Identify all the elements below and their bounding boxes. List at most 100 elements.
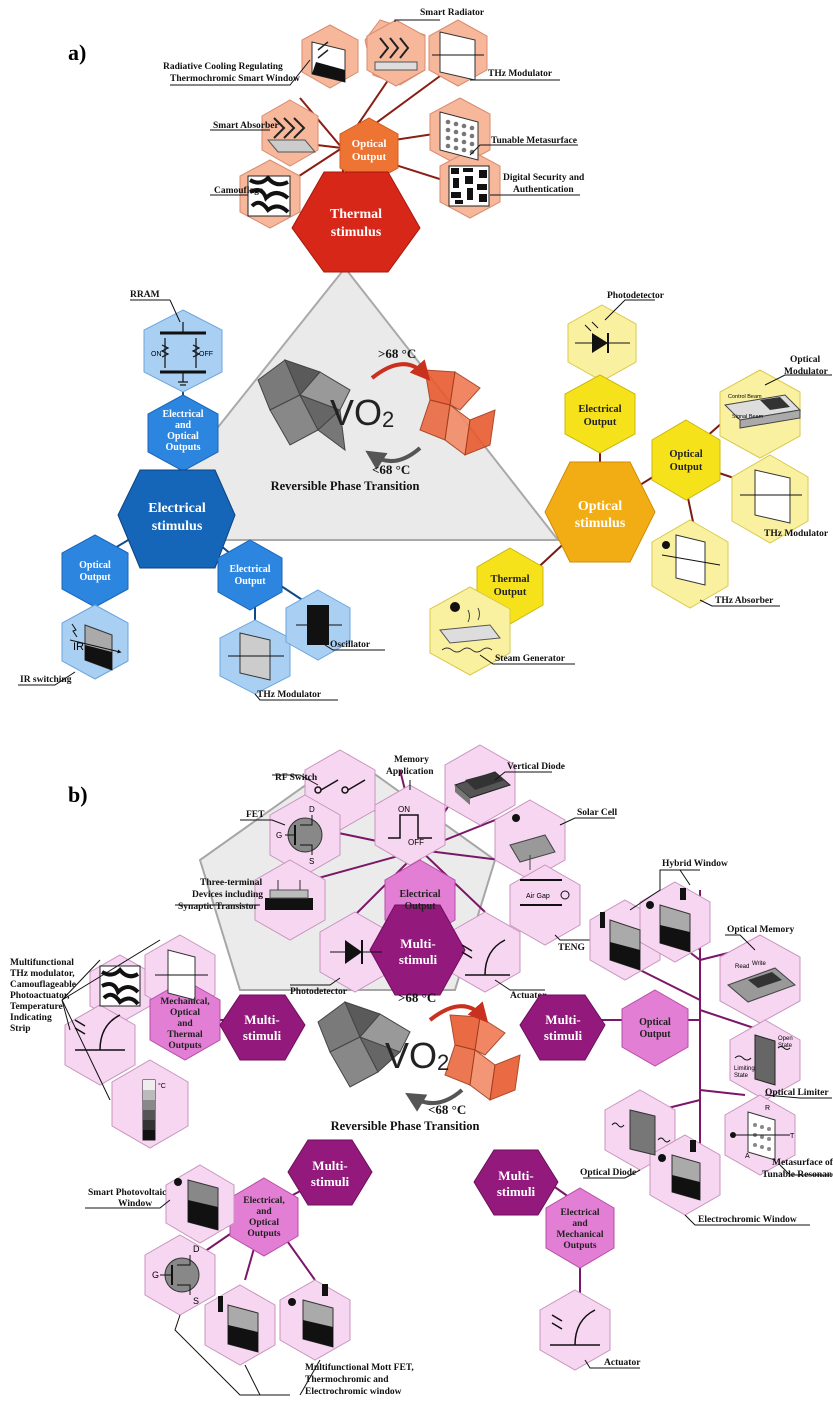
label-hybrid: Hybrid Window [662,859,728,869]
panel-a: a) [18,8,832,701]
caption-b: Reversible Phase Transition [331,1119,480,1133]
memory-off: OFF [408,838,424,847]
right-multistimuli-hex [519,994,606,1061]
vo2-red-crystal-a [419,369,496,456]
thermal-stimulus-line1: Thermal [330,207,382,222]
optical-stimulus-hex [544,461,656,563]
memory-icon [388,814,432,839]
left-output-1: Optical [170,1008,200,1018]
left-output-4: Outputs [168,1041,202,1051]
eo-outputs-4: Outputs [165,442,200,453]
heat-arrow-a [370,359,431,382]
o-opt-out-2: Output [670,462,703,473]
actuator-icon-top [461,939,510,976]
right-multi-1: Multi- [545,1012,580,1027]
top-multi-2: stimuli [399,952,438,967]
ir-switching-icon [69,623,122,671]
label-radiative-1: Radiative Cooling Regulating [163,62,283,72]
mott-label-1: Multifunctional Mott FET, [305,1363,414,1373]
heat-label-a: >68 °C [378,346,416,361]
left-label-2: Camouflageable [10,980,76,990]
label-steam: Steam Generator [495,654,566,664]
label-three-2: Devices including [192,890,263,900]
right-output-hex [621,989,689,1067]
teng-icon [520,879,570,906]
left-output-2: and [177,1019,193,1029]
o-el-out-2: Output [584,417,617,428]
electrical-cluster: ON OFF RRAM IR IR switching THz Modulato… [18,290,385,701]
cool-label-a: <68 °C [372,462,410,477]
thz-modulator-icon-e [228,632,284,681]
left-multi-2: stimuli [243,1028,282,1043]
optical-limiter-icon [734,1034,791,1086]
rram-on: ON [151,351,162,358]
top-cluster: ON OFF D G S [175,744,618,1001]
bl-output-2: Optical [249,1218,279,1228]
vo2-gray-crystal-a [257,359,351,452]
vo2-center-a: VO2 >68 °C <68 °C Reversible Phase Trans… [257,346,496,493]
optical-modulator-icon [723,394,802,429]
label-optical-mod-2: Modulator [784,367,829,377]
panel-b: b) [10,744,833,1397]
mott-label-3: Electrochromic window [305,1387,402,1397]
right-leaders [583,869,832,1226]
strip-deg: °C [158,1082,166,1090]
thermal-leaders [170,19,580,196]
r-label: R [765,1105,770,1112]
rram-icon [160,322,206,386]
label-digital-2: Authentication [513,185,574,195]
label-tunable-metasurface: Tunable Metasurface [491,136,577,146]
top-leaders [175,771,615,991]
label-actuator-top: Actuator [510,991,547,1001]
e-opt-out-2: Output [79,572,111,583]
left-multistimuli-hex [219,994,306,1061]
optical-cluster: Photodetector Control Beam Signal Beam O… [429,291,832,676]
cool-arrow-b [405,1088,464,1112]
label-rram: RRAM [130,290,160,300]
hybrid-a-icon [600,912,641,971]
ir-text: IR [73,641,84,653]
label-smart-radiator: Smart Radiator [420,8,485,18]
cool-label-b: <68 °C [428,1102,466,1117]
left-output-hex [149,979,221,1061]
right-multi-2: stimuli [544,1028,583,1043]
label-thz-modulator-o: THz Modulator [764,529,829,539]
vo2-red-crystal-b [444,1014,521,1101]
label-meta-1: Metasurface of [772,1158,833,1168]
br-actuator-hex [539,1289,611,1371]
label-three-3: Synaptic Transistor [178,902,258,912]
read-label: Read [735,964,749,970]
label-fet: FET [246,810,265,820]
rf-switch-icon [314,779,366,794]
label-smart-absorber: Smart Absorber [213,121,279,131]
open-label: Open [778,1036,793,1042]
panel-a-tag: a) [68,40,86,65]
smart-radiator-icon [374,37,418,71]
cool-arrow-a [365,446,422,470]
bl-output-1: and [256,1207,272,1217]
pv-window-icon [174,1178,219,1231]
optical-stimulus-1: Optical [578,499,622,514]
br-output-0: Electrical [560,1208,599,1218]
electrical-stimulus-1: Electrical [148,501,206,516]
bottom-left-cluster: D G S Smart Photovoltaic Window [85,1139,414,1397]
br-output-1: and [572,1219,588,1229]
label-thz-absorber: THz Absorber [715,596,774,606]
bl-fet-icon [160,1255,200,1295]
thermal-output-line2: Output [352,151,387,163]
air-gap: Air Gap [526,893,550,900]
vo2-gray-crystal-b [317,1001,411,1088]
label-digital-1: Digital Security and [503,173,585,183]
label-rf-switch: RF Switch [275,773,318,783]
left-cluster: °C Multifunctional THz modulator, Camouf… [10,934,306,1149]
optical-optical-output-hex [651,419,721,501]
bl-multi-2: stimuli [311,1174,350,1189]
top-multi-1: Multi- [400,936,435,951]
label-memory-2: Application [386,767,434,777]
eo-outputs-3: Optical [167,431,199,442]
o-opt-out-1: Optical [669,449,702,460]
eo-outputs-2: and [175,420,192,431]
photodetector-icon-a [575,321,630,353]
bl-output-0: Electrical, [243,1196,285,1206]
br-multi-1: Multi- [498,1168,533,1183]
